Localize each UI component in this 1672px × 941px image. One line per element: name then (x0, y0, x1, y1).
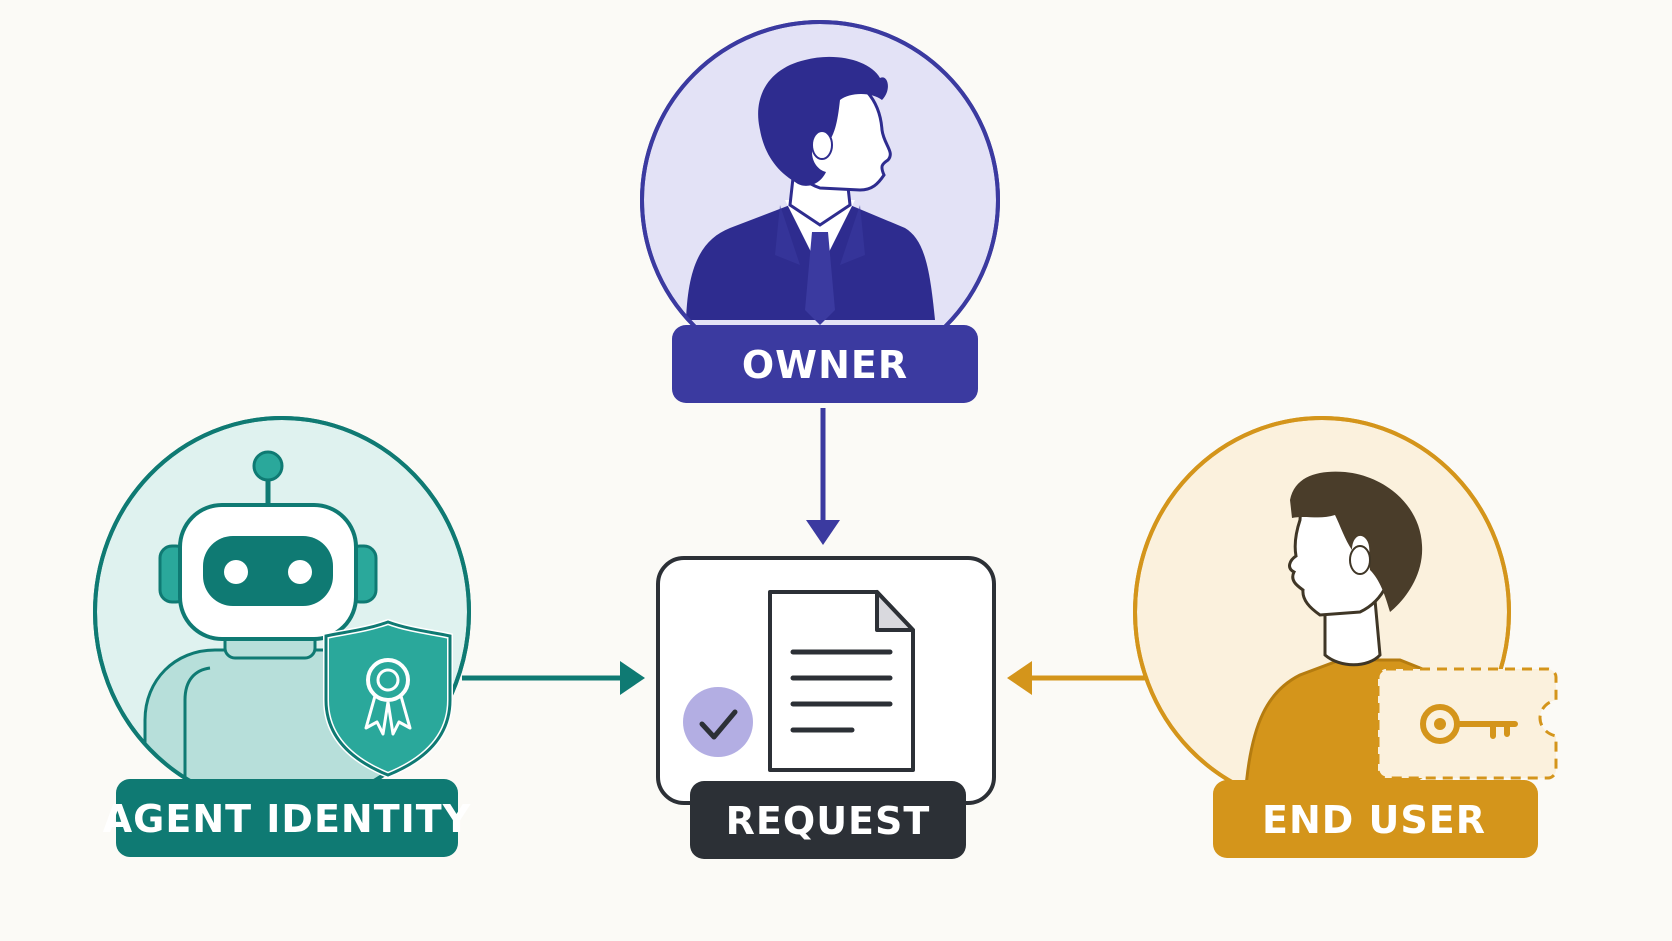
owner-node: OWNER (640, 20, 1000, 403)
owner-label: OWNER (742, 343, 908, 387)
key-ticket-icon (1376, 667, 1558, 780)
end-user-node: END USER (1133, 416, 1558, 858)
end-user-label-box (1213, 780, 1538, 858)
checkmark-icon (683, 687, 753, 757)
agent-node: AGENT IDENTITY (93, 416, 471, 857)
end-user-label: END USER (1262, 798, 1486, 842)
agent-label-box (116, 779, 458, 857)
businessman-icon (686, 56, 935, 325)
owner-to-request-arrow (806, 408, 840, 545)
agent-to-request-arrow (462, 661, 645, 695)
request-label: REQUEST (726, 799, 931, 843)
document-icon (768, 590, 915, 772)
owner-label-box (672, 325, 978, 403)
request-label-box (690, 781, 966, 859)
request-node: REQUEST (656, 556, 996, 859)
agent-label: AGENT IDENTITY (103, 797, 471, 841)
shield-award-icon (323, 618, 453, 779)
